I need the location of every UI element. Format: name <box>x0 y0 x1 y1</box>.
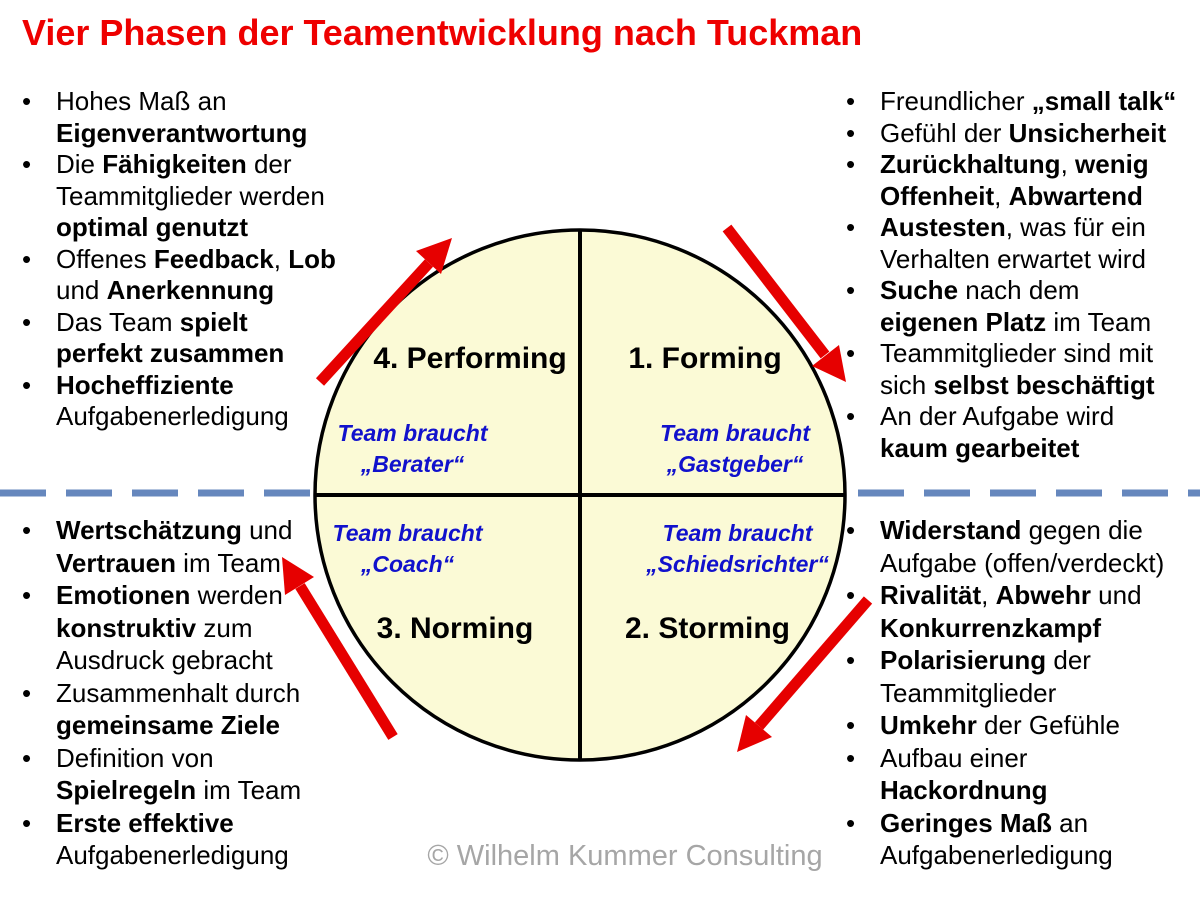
forming-phase-label: 1. Forming <box>628 342 782 375</box>
bullet-glyph: • <box>846 645 856 675</box>
list-item: • Gefühl der Unsicherheit <box>846 118 1196 150</box>
storming-phase-label: 2. Storming <box>624 612 790 645</box>
norming-phase-label: 3. Norming <box>376 612 534 645</box>
storming-arrow-icon <box>737 596 873 752</box>
bullet-glyph: • <box>846 117 856 148</box>
list-item: • Freundlicher „small talk“ <box>846 86 1196 118</box>
bullet-glyph: • <box>846 149 856 179</box>
bullet-glyph: • <box>22 149 32 179</box>
note-line: „Gastgeber“ <box>666 451 804 477</box>
bullet-glyph: • <box>846 275 856 305</box>
bullet-glyph: • <box>22 677 32 708</box>
performing-team-braucht-note: Team braucht „Berater“ <box>325 418 500 480</box>
bullet-glyph: • <box>846 710 856 740</box>
note-line: „Schiedsrichter“ <box>646 551 829 577</box>
note-line: Team braucht <box>337 420 488 446</box>
bullet-glyph: • <box>846 401 856 431</box>
norming-team-braucht-note: Team braucht „Coach“ <box>320 518 495 580</box>
note-line: Team braucht <box>662 520 813 546</box>
bullet-glyph: • <box>846 86 856 116</box>
bullet-glyph: • <box>846 580 856 610</box>
bullet-glyph: • <box>22 580 32 610</box>
bullet-glyph: • <box>846 807 856 838</box>
bullet-glyph: • <box>22 515 32 545</box>
bullet-glyph: • <box>846 212 856 242</box>
forming-bullet-list: • Freundlicher „small talk“ • Gefühl der Un… <box>846 86 1196 464</box>
performing-arrow-icon <box>315 238 452 386</box>
norming-arrow-icon <box>282 557 398 740</box>
note-line: „Coach“ <box>360 551 455 577</box>
bullet-glyph: • <box>22 369 32 400</box>
list-item-text: Umkehr der Gefühle <box>880 710 1120 740</box>
bullet-glyph: • <box>22 807 32 838</box>
bullet-glyph: • <box>846 515 856 545</box>
note-line: „Berater“ <box>360 451 465 477</box>
note-line: Team braucht <box>332 520 483 546</box>
page-title: Vier Phasen der Teamentwicklung nach Tuc… <box>22 12 863 53</box>
bullet-glyph: • <box>22 742 32 773</box>
note-line: Team braucht <box>660 420 810 446</box>
storming-team-braucht-note: Team braucht „Schiedsrichter“ <box>640 518 835 580</box>
bullet-glyph: • <box>22 86 32 116</box>
bullet-glyph: • <box>22 306 32 337</box>
bullet-glyph: • <box>846 742 856 773</box>
list-item-text: Freundlicher „small talk“ <box>880 86 1177 116</box>
bullet-glyph: • <box>846 338 856 368</box>
forming-team-braucht-note: Team braucht „Gastgeber“ <box>645 418 825 480</box>
performing-phase-label: 4. Performing <box>373 342 567 375</box>
bullet-glyph: • <box>22 243 32 274</box>
list-item-text: Gefühl der Unsicherheit <box>880 117 1167 148</box>
forming-arrow-icon <box>722 224 846 382</box>
copyright-footer: © Wilhelm Kummer Consulting <box>427 840 823 872</box>
list-item: • Umkehr der Gefühle <box>846 709 1196 742</box>
